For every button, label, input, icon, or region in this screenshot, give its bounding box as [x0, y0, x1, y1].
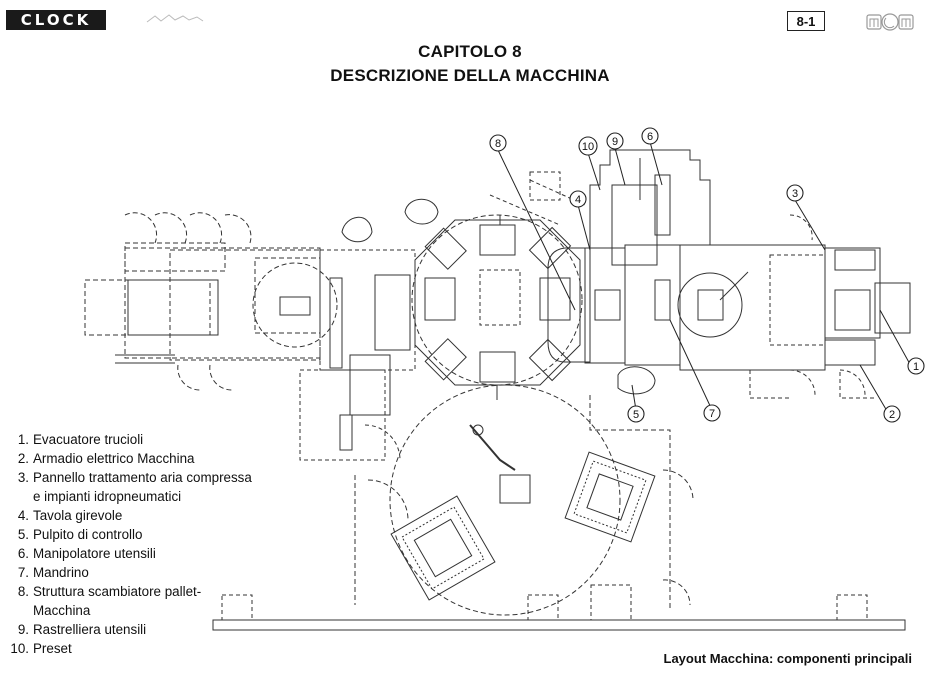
svg-text:5: 5: [633, 409, 639, 421]
mcm-logo-icon: [866, 13, 914, 31]
leader-lines: [497, 141, 912, 412]
callout-2: 2: [883, 405, 901, 423]
legend-item-continuation: e impianti idropneumatici: [33, 489, 182, 504]
callout-6: 6: [641, 127, 659, 145]
figure-caption: Layout Macchina: componenti principali: [663, 651, 912, 666]
robot-cell: [354, 384, 694, 616]
floor-base: [212, 619, 906, 631]
page-number: 8-1: [787, 11, 825, 31]
callout-9: 9: [606, 132, 624, 150]
svg-text:3: 3: [792, 188, 798, 200]
svg-text:2: 2: [889, 409, 895, 421]
component-legend: 1.Evacuatore trucioli 2.Armadio elettric…: [9, 430, 279, 658]
conveyor-frame: [127, 279, 219, 336]
machine-body: [547, 244, 826, 371]
robot-pallet-stations: [390, 451, 656, 601]
middle-station: [299, 249, 416, 461]
robot-arm: [469, 424, 516, 471]
callout-1: 1: [907, 357, 925, 375]
legend-item-continuation: Macchina: [33, 603, 91, 618]
callout-10: 10: [578, 136, 598, 156]
control-console: [617, 366, 656, 395]
pallet-loader: [279, 296, 311, 316]
svg-text:4: 4: [575, 194, 581, 206]
callout-4: 4: [569, 190, 587, 208]
svg-text:8: 8: [495, 138, 501, 150]
callout-3: 3: [786, 184, 804, 202]
svg-text:9: 9: [612, 136, 618, 148]
chapter-number: CAPITOLO 8: [418, 42, 522, 61]
handwritten-scribble-mark: [146, 14, 204, 23]
callout-7: 7: [703, 404, 721, 422]
floor-block: [221, 594, 253, 621]
legend-item: 8.Struttura scambiatore pallet-: [17, 584, 202, 599]
conveyor-rail: [115, 354, 175, 364]
legend-item: 7.Mandrino: [17, 565, 89, 580]
callout-markers: 1 2 3 4 5 6 7 8 9 10: [489, 127, 925, 423]
clock-brand-logo: CLOCK: [6, 10, 106, 30]
chip-bin: [404, 198, 439, 225]
callout-8: 8: [489, 134, 507, 152]
svg-text:6: 6: [647, 131, 653, 143]
legend-item: 2.Armadio elettrico Macchina: [17, 451, 195, 466]
callout-5: 5: [627, 405, 645, 423]
legend-item: 9.Rastrelliera utensili: [17, 622, 147, 637]
pallet-changer-structure: [411, 214, 583, 400]
legend-item: 1.Evacuatore trucioli: [17, 432, 144, 447]
electrical-cabinet: [824, 339, 876, 366]
floor-block: [590, 584, 632, 621]
chip-bin: [341, 216, 373, 243]
legend-item: 4.Tavola girevole: [17, 508, 123, 523]
svg-text:7: 7: [709, 408, 715, 420]
svg-text:10: 10: [582, 141, 594, 153]
svg-text:1: 1: [913, 361, 919, 373]
legend-item: 5.Pulpito di controllo: [17, 527, 143, 542]
chapter-heading: DESCRIZIONE DELLA MACCHINA: [330, 66, 610, 85]
legend-item: 6.Manipolatore utensili: [17, 546, 156, 561]
chip-evacuator: [824, 247, 911, 339]
floor-block: [836, 594, 868, 621]
legend-item: 10.Preset: [10, 641, 72, 656]
legend-item: 3.Pannello trattamento aria compressa: [17, 470, 252, 485]
loading-area: [84, 212, 338, 391]
chapter-title: CAPITOLO 8 DESCRIZIONE DELLA MACCHINA: [0, 40, 940, 88]
floor-block: [527, 594, 559, 621]
